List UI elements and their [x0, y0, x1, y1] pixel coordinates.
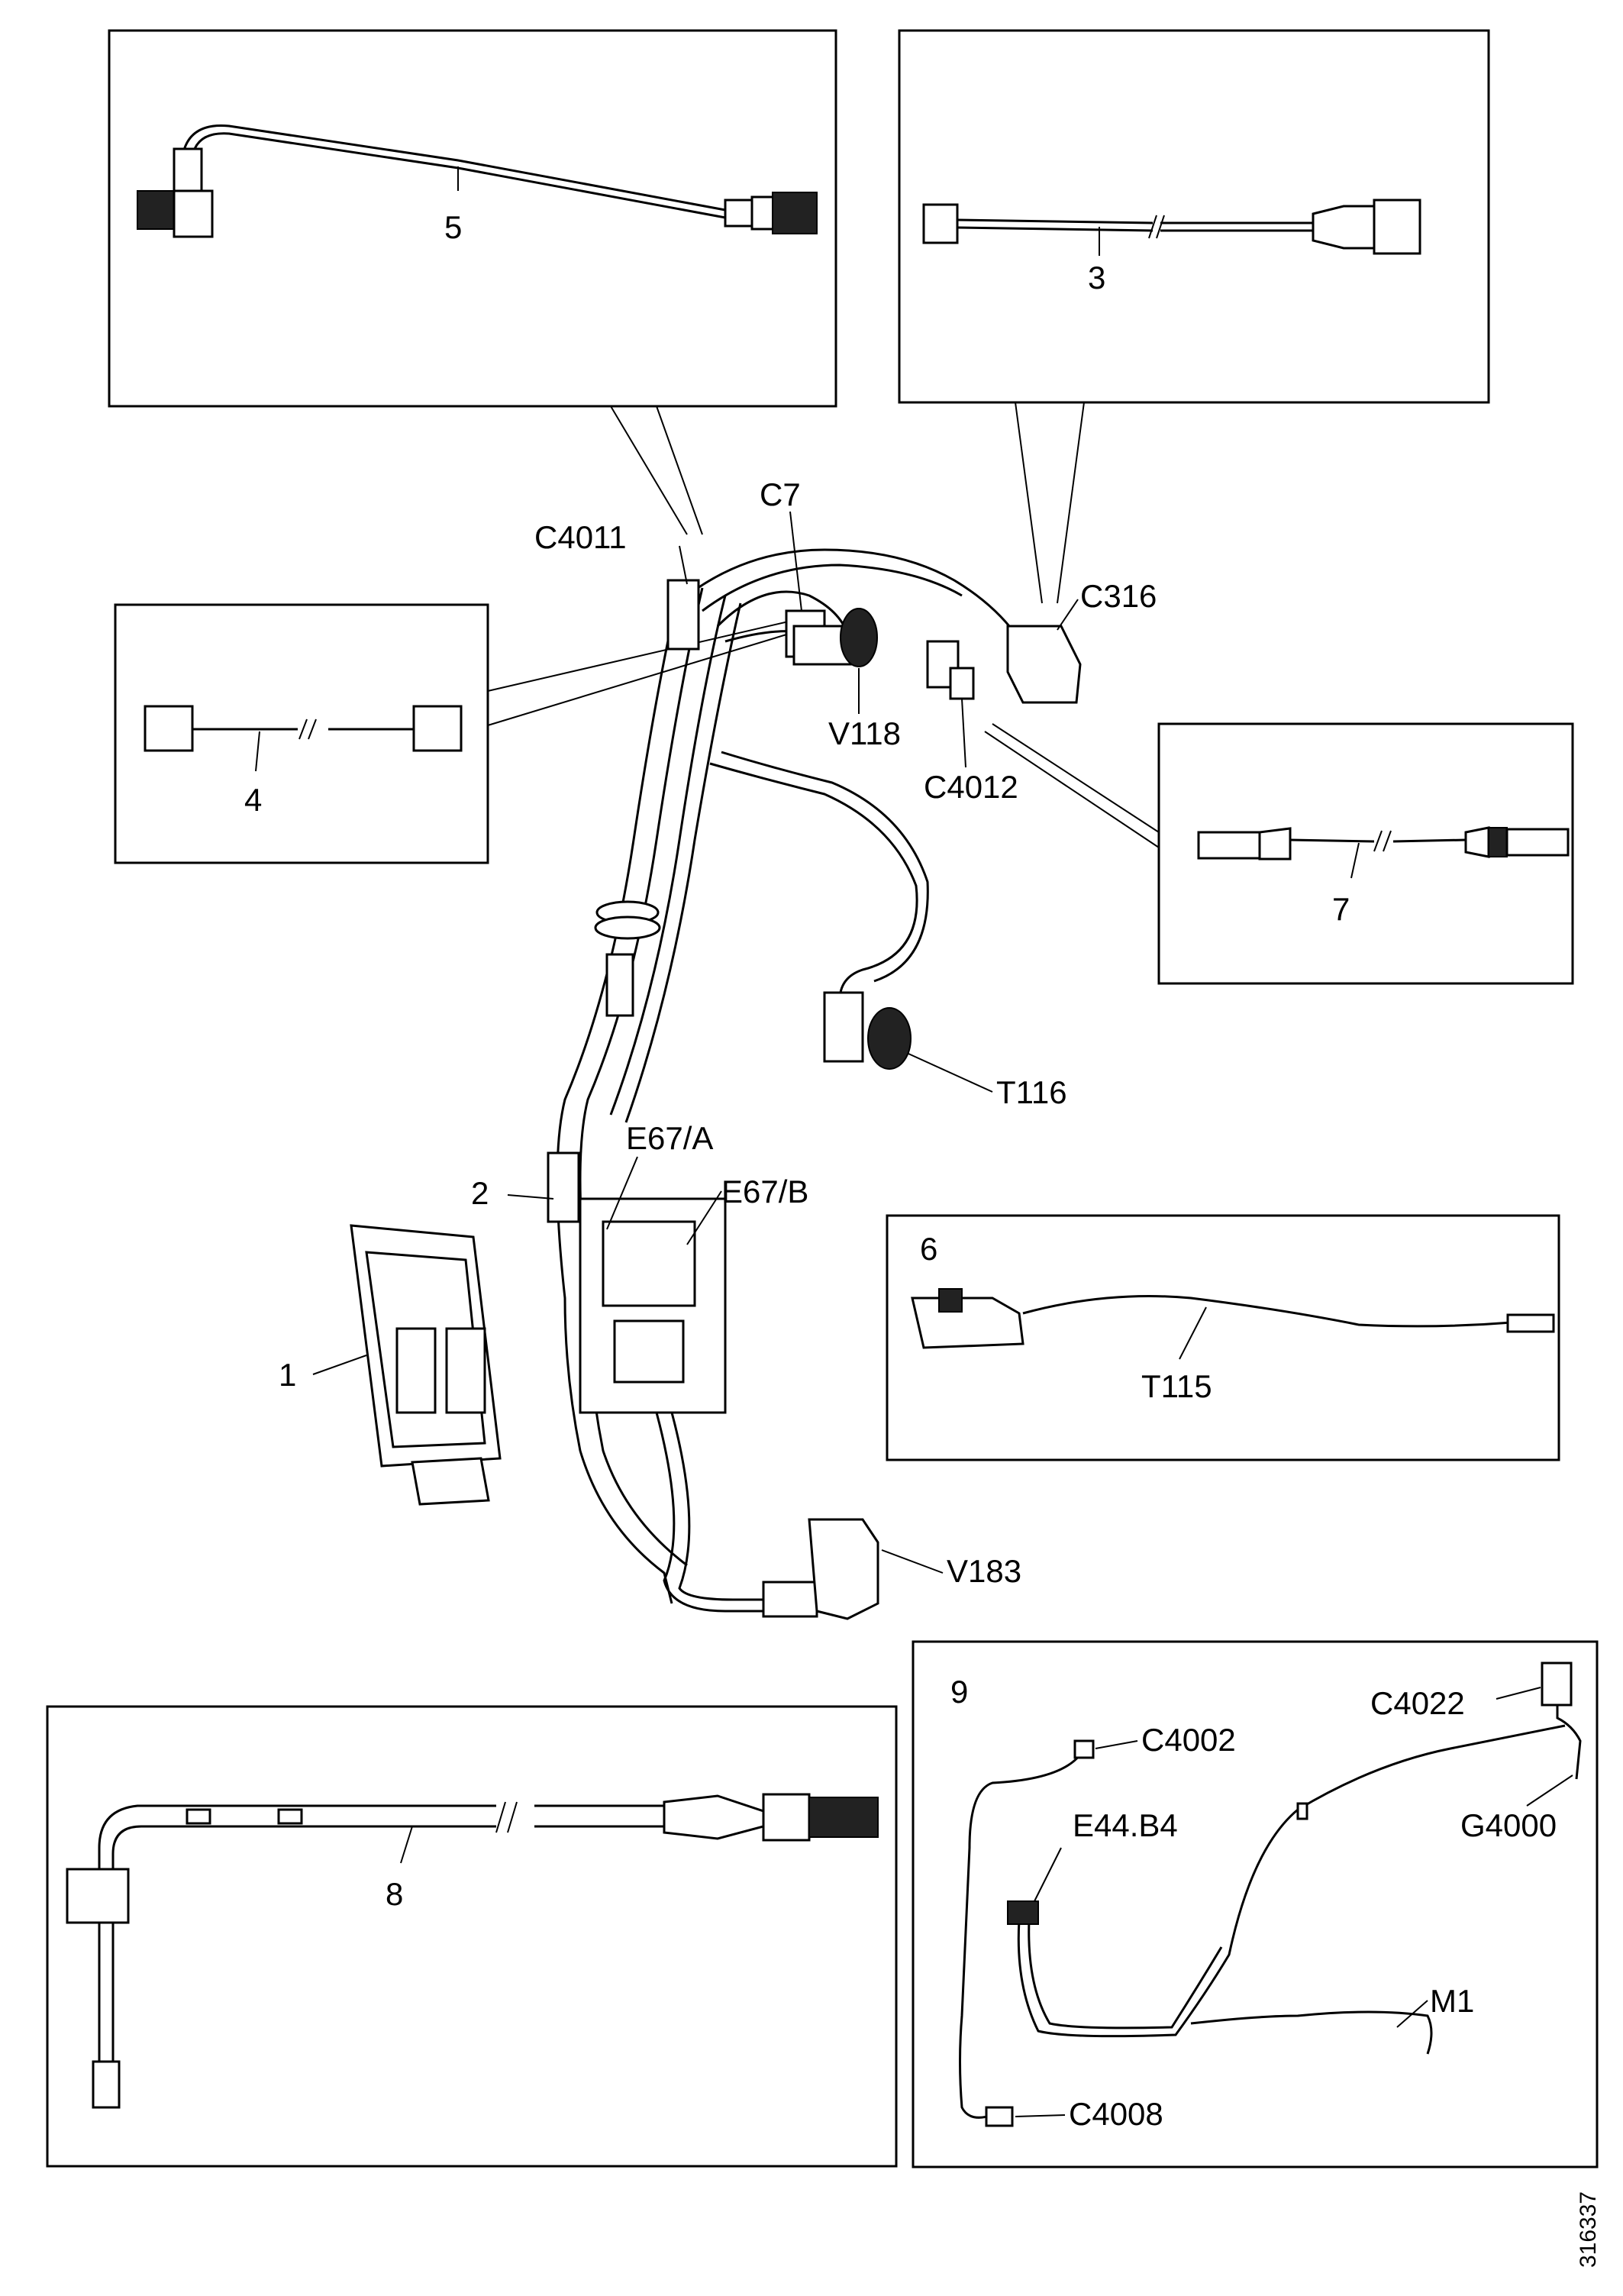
detail-box-5: 5 — [108, 29, 837, 408]
label-c4008: C4008 — [1069, 2096, 1163, 2132]
callout-5: 5 — [444, 209, 462, 245]
leader-2 — [507, 1194, 554, 1200]
connector-t116 — [823, 991, 864, 1063]
leader-c4002 — [1095, 1740, 1138, 1749]
leader-box-3 — [1015, 402, 1085, 604]
leader-e44b4 — [1034, 1847, 1062, 1902]
label-g4000: G4000 — [1460, 1807, 1557, 1843]
control-module-1: 1 — [279, 1224, 502, 1506]
detail-box-6: 6 T115 — [886, 1214, 1560, 1461]
detail-box-4: 4 — [114, 603, 489, 864]
label-t116: T116 — [996, 1074, 1067, 1110]
label-c7: C7 — [760, 476, 801, 512]
label-m1: M1 — [1430, 1983, 1474, 2019]
callout-2: 2 — [471, 1175, 489, 1211]
connector-c4011 — [666, 579, 700, 651]
leader-t116 — [908, 1053, 993, 1093]
label-v183: V183 — [947, 1553, 1021, 1589]
label-t115: T115 — [1141, 1368, 1212, 1404]
label-c4022: C4022 — [1370, 1685, 1465, 1721]
callout-4: 4 — [244, 782, 262, 818]
callout-6: 6 — [920, 1231, 937, 1267]
leader-c4011 — [679, 545, 688, 585]
callout-1: 1 — [279, 1357, 296, 1393]
label-c4012: C4012 — [924, 769, 1018, 805]
connector-c4002 — [1073, 1739, 1095, 1759]
callout-7: 7 — [1332, 891, 1350, 927]
label-c316: C316 — [1080, 578, 1157, 614]
detail-box-7: 7 — [1157, 722, 1574, 985]
label-e67a: E67/A — [626, 1120, 713, 1156]
leader-g4000 — [1526, 1774, 1573, 1807]
callout-9: 9 — [950, 1674, 968, 1710]
leader-c4008 — [1015, 2114, 1066, 2117]
connector-v183 — [808, 1518, 879, 1620]
leader-c4022 — [1496, 1687, 1541, 1700]
leader-box-5 — [610, 405, 703, 535]
connector-e44b4 — [1007, 1900, 1039, 1925]
label-c4002: C4002 — [1141, 1722, 1236, 1758]
connector-c4022 — [1541, 1661, 1573, 1707]
label-c4011: C4011 — [534, 519, 627, 555]
label-v118: V118 — [828, 715, 901, 751]
leader-v183 — [881, 1549, 944, 1574]
leader-c4012 — [961, 698, 966, 768]
document-id: 316337 — [1576, 2191, 1601, 2268]
detail-box-3: 3 — [898, 29, 1490, 404]
leader-e67a — [606, 1156, 638, 1230]
connector-c4012 — [926, 640, 960, 689]
label-e44b4: E44.B4 — [1073, 1807, 1178, 1843]
leader-e67b — [686, 1190, 722, 1245]
callout-8: 8 — [386, 1876, 403, 1912]
leader-box-4 — [487, 618, 802, 726]
detail-box-8: 8 — [46, 1705, 898, 2168]
leader-c7 — [789, 511, 802, 612]
leader-m1 — [1396, 2000, 1428, 2028]
main-harness — [547, 548, 1082, 1620]
leader-c316 — [1057, 599, 1079, 631]
connector-c4008 — [985, 2106, 1014, 2127]
leader-box-7 — [984, 723, 1160, 848]
detail-box-9: 9 C4002 C4022 E44.B4 G4000 M1 C4008 — [912, 1640, 1599, 2168]
callout-3: 3 — [1088, 260, 1105, 295]
label-e67b: E67/B — [721, 1174, 808, 1209]
connector-c316 — [1006, 625, 1082, 704]
